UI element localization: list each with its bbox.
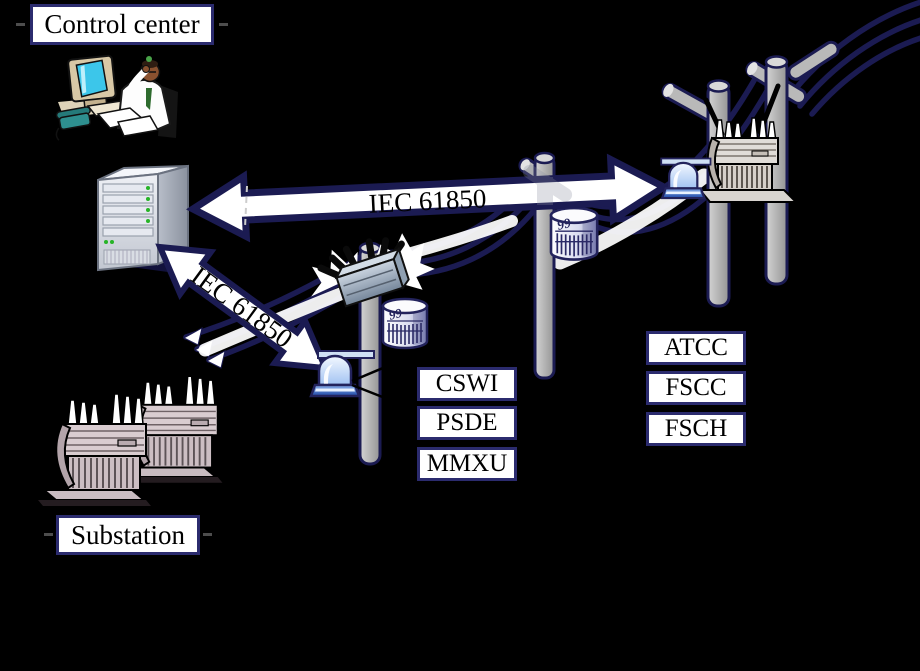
crossarm: [787, 40, 840, 81]
substation-transformers: [37, 375, 224, 507]
substation-transformer: [37, 393, 152, 507]
arrow-iec-horizontal: [186, 153, 671, 243]
logical-node-atcc: ATCC: [646, 331, 746, 365]
pole-transformer: [697, 83, 799, 203]
operator-person: [116, 56, 172, 132]
logical-node-cswi: CSWI: [417, 367, 517, 401]
drive-bays: [102, 183, 154, 244]
callout-lines: [351, 363, 391, 402]
recloser-switch: [311, 233, 435, 308]
border-dash: [16, 23, 25, 26]
control-center-label: Control center: [30, 4, 214, 45]
dashed-guide: [244, 185, 248, 229]
signal-lamp-regulator: [660, 157, 712, 200]
border-dash: [44, 533, 53, 536]
insulator-bushings: [715, 117, 777, 139]
wire-span-incoming: [785, 0, 920, 117]
arrow-ghost: [522, 164, 573, 205]
smart-meter-switch: [381, 297, 429, 350]
server-tower: [97, 164, 212, 272]
papers: [116, 115, 160, 137]
operator-workstation: [55, 54, 178, 141]
border-dash: [219, 23, 228, 26]
logical-node-mmxu: MMXU: [417, 447, 517, 481]
voltage-regulator-structure: [661, 40, 840, 308]
signal-lamp-switch: [309, 350, 375, 398]
smart-meter-feeder: [549, 206, 599, 261]
computer-monitor: [67, 54, 117, 109]
transformer-platform: [697, 189, 799, 203]
logical-node-psde: PSDE: [417, 406, 517, 440]
desk-phone: [55, 106, 91, 141]
logical-node-fscc: FSCC: [646, 371, 746, 405]
lamp-bracket: [317, 350, 375, 359]
border-dash: [203, 533, 212, 536]
substation-label: Substation: [56, 515, 200, 555]
logical-node-fsch: FSCH: [646, 412, 746, 446]
